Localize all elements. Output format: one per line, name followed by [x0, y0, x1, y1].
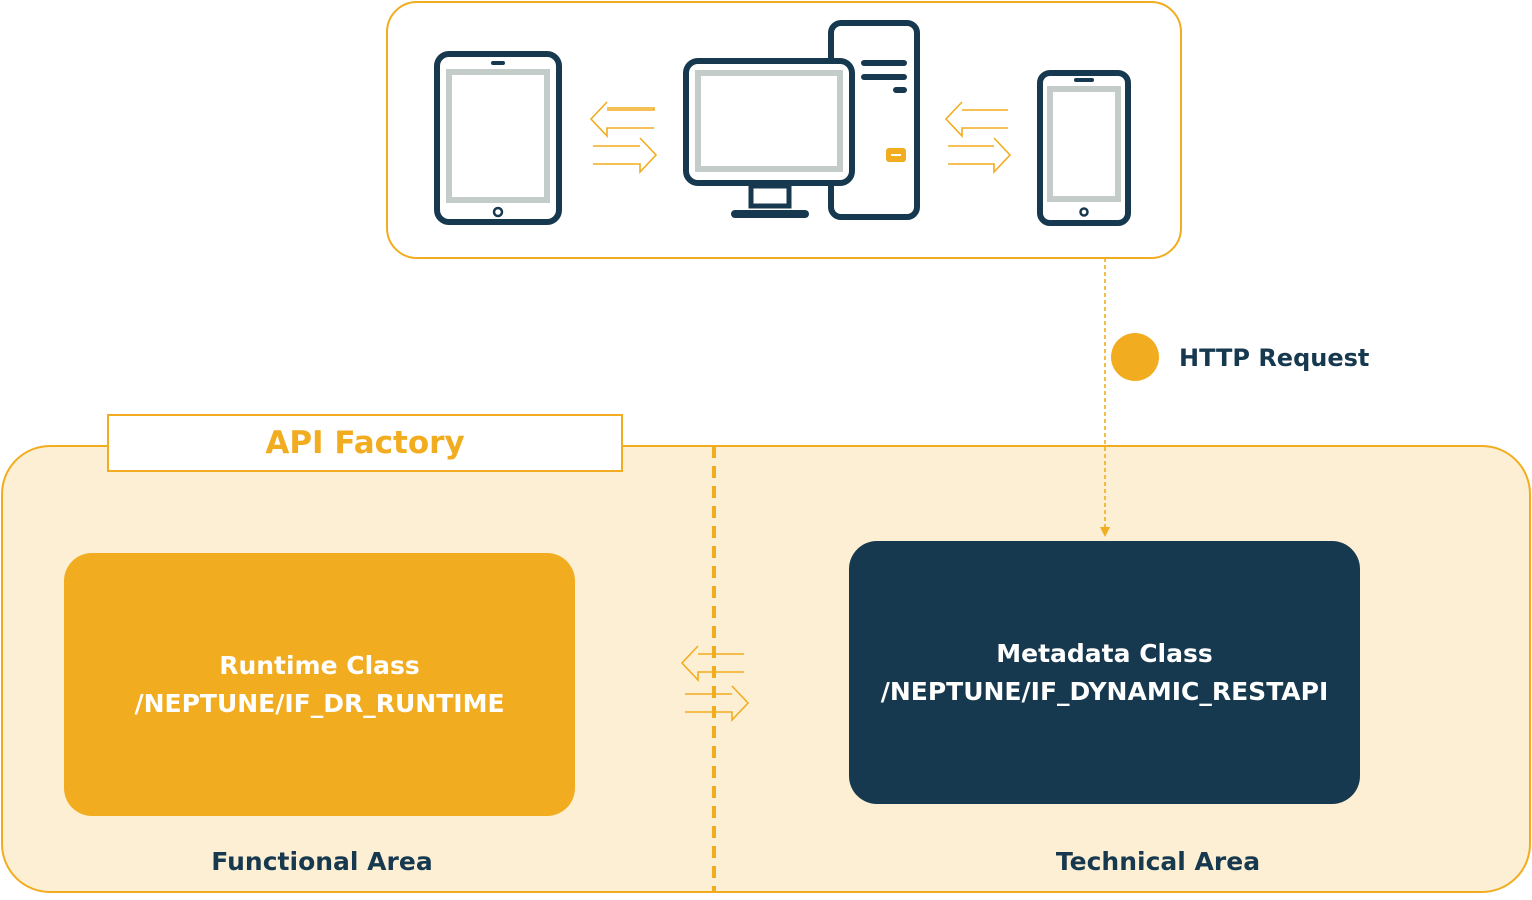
exchange-arrows	[680, 645, 750, 723]
http-request-dot	[1111, 333, 1159, 381]
sync-arrows-left	[589, 101, 658, 175]
runtime-class-name: Runtime Class	[219, 650, 420, 680]
api-factory-title-box	[107, 414, 623, 472]
metadata-class-content: Metadata Class /NEPTUNE/IF_DYNAMIC_RESTA…	[849, 541, 1360, 804]
runtime-class-content: Runtime Class /NEPTUNE/IF_DR_RUNTIME	[64, 553, 575, 816]
tablet-icon	[434, 51, 562, 225]
http-request-label: HTTP Request	[1179, 344, 1370, 372]
sync-arrows-right	[944, 101, 1012, 175]
runtime-class-box	[64, 553, 575, 816]
metadata-class-box	[849, 541, 1360, 804]
desktop-computer-icon	[683, 20, 920, 220]
runtime-class-path: /NEPTUNE/IF_DR_RUNTIME	[134, 688, 505, 718]
metadata-class-path: /NEPTUNE/IF_DYNAMIC_RESTAPI	[880, 676, 1329, 706]
smartphone-icon	[1037, 70, 1131, 226]
functional-area-label: Functional Area	[211, 847, 433, 876]
technical-area-label: Technical Area	[1055, 847, 1261, 876]
api-factory-title: API Factory	[265, 425, 465, 461]
metadata-class-name: Metadata Class	[996, 638, 1213, 668]
